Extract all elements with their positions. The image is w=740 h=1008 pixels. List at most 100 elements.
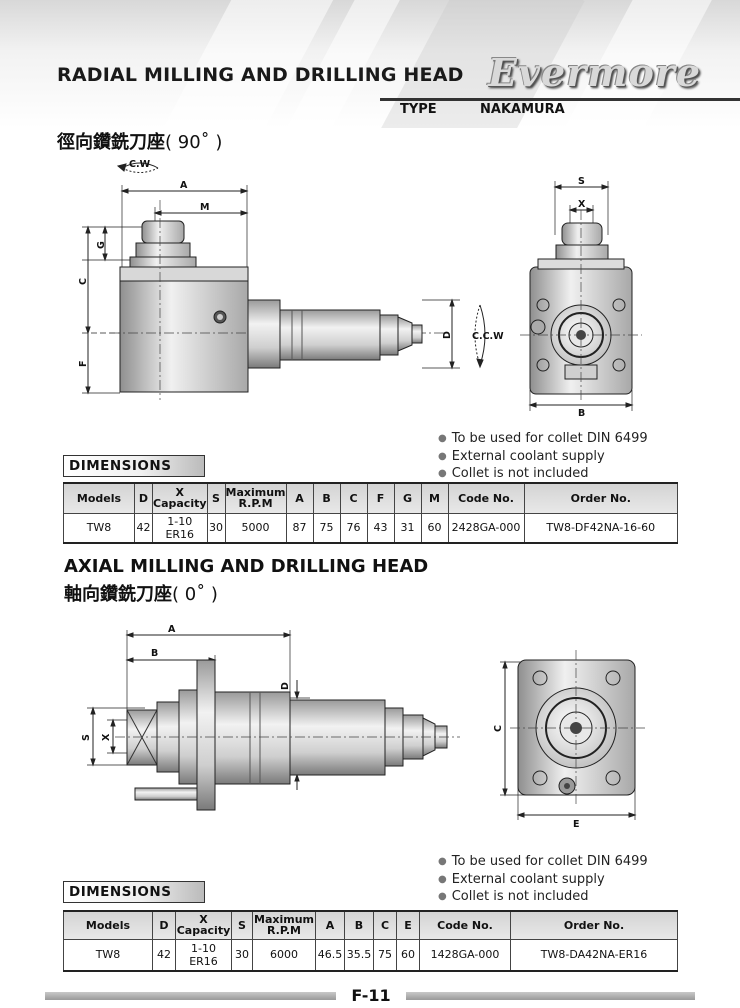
ccw-label: C.C.W — [472, 331, 504, 342]
col-a: A — [315, 910, 345, 940]
cell-m: 60 — [420, 512, 449, 544]
axial-dim-s-label: S — [81, 734, 92, 741]
col-a: A — [285, 482, 314, 514]
note-item: External coolant supply — [438, 872, 648, 890]
cell-c: 75 — [373, 938, 397, 972]
axial-title-cn: 軸向鑽銑刀座( 0˚ ) — [64, 580, 218, 606]
cell-b: 35.5 — [344, 938, 374, 972]
col-s: S — [231, 910, 253, 940]
dim-b-label: B — [578, 408, 585, 419]
col-e: E — [396, 910, 420, 940]
cell-rpm: 6000 — [252, 938, 316, 972]
axial-dim-d-label: D — [280, 682, 291, 690]
radial-title-cn-text: 徑向鑽銑刀座 — [57, 132, 165, 153]
col-x-top: X — [199, 913, 208, 927]
col-rpm-bottom: R.P.M — [238, 497, 273, 511]
cell-x-top: 1-10 — [167, 514, 193, 528]
col-g: G — [393, 482, 422, 514]
cell-x-bottom: ER16 — [189, 954, 218, 968]
note-item: To be used for collet DIN 6499 — [438, 854, 648, 872]
type-value: NAKAMURA — [480, 102, 565, 117]
brand-logo: Evermore — [488, 50, 701, 95]
cell-x-bottom: ER16 — [165, 527, 195, 541]
col-code: Code No. — [419, 910, 511, 940]
cell-b: 75 — [312, 512, 341, 544]
axial-title: AXIAL MILLING AND DRILLING HEAD — [64, 556, 429, 577]
axial-dim-c-label: C — [493, 725, 504, 732]
axial-angle: ( 0˚ ) — [172, 584, 218, 605]
note-item: Collet is not included — [438, 466, 648, 484]
radial-notes: To be used for collet DIN 6499 External … — [438, 431, 648, 484]
axial-dim-e-label: E — [573, 819, 580, 830]
col-f: F — [366, 482, 395, 514]
header-banner — [0, 0, 740, 128]
dim-m-label: M — [200, 202, 209, 213]
cell-code: 2428GA-000 — [447, 512, 525, 544]
col-models: Models — [63, 910, 153, 940]
cell-a: 46.5 — [315, 938, 345, 972]
axial-dim-a-label: A — [168, 624, 176, 635]
divider — [380, 98, 740, 101]
axial-head-drawing: A B D S X C E — [81, 624, 645, 830]
col-order: Order No. — [523, 482, 679, 514]
cell-rpm: 5000 — [224, 512, 287, 544]
cell-models: TW8 — [63, 512, 135, 544]
col-c: C — [373, 910, 397, 940]
cell-code: 1428GA-000 — [419, 938, 511, 972]
note-item: Collet is not included — [438, 889, 648, 907]
cell-s: 30 — [231, 938, 253, 972]
col-m: M — [420, 482, 449, 514]
cell-g: 31 — [393, 512, 422, 544]
col-models: Models — [63, 482, 135, 514]
dim-s-label: S — [578, 176, 585, 187]
cell-order: TW8-DF42NA-16-60 — [523, 512, 679, 544]
col-order: Order No. — [510, 910, 678, 940]
cw-label: C.W — [129, 159, 151, 170]
type-label: TYPE — [400, 102, 437, 117]
dim-d-label: D — [442, 331, 453, 339]
cell-a: 87 — [285, 512, 314, 544]
radial-angle: ( 90˚ ) — [165, 132, 223, 153]
axial-notes: To be used for collet DIN 6499 External … — [438, 854, 648, 907]
col-x-bottom: Capacity — [153, 497, 207, 511]
col-s: S — [206, 482, 226, 514]
dim-x-label: X — [578, 199, 586, 210]
col-d: D — [152, 910, 176, 940]
cell-order: TW8-DA42NA-ER16 — [510, 938, 678, 972]
col-x-top: X — [175, 486, 184, 500]
col-x-bottom: Capacity — [176, 924, 231, 938]
dim-f-label: F — [78, 361, 89, 368]
dim-a-label: A — [180, 180, 188, 191]
col-c: C — [339, 482, 368, 514]
dim-g-label: G — [96, 241, 107, 249]
col-d: D — [134, 482, 153, 514]
col-rpm-bottom: R.P.M — [266, 924, 302, 938]
cell-c: 76 — [339, 512, 368, 544]
axial-dimensions-label: DIMENSIONS — [63, 881, 205, 903]
col-rpm-top: Maximum — [225, 486, 286, 500]
dim-c-label: C — [78, 278, 89, 285]
axial-dim-b-label: B — [151, 648, 158, 659]
col-rpm-top: Maximum — [254, 913, 314, 927]
cell-models: TW8 — [63, 938, 153, 972]
col-b: B — [312, 482, 341, 514]
cell-e: 60 — [396, 938, 420, 972]
cell-s: 30 — [206, 512, 226, 544]
note-item: To be used for collet DIN 6499 — [438, 431, 648, 449]
radial-title-cn: 徑向鑽銑刀座( 90˚ ) — [57, 128, 222, 154]
radial-head-drawing: C.W A M G C F D C.C.W S X B — [78, 159, 642, 419]
page-title: RADIAL MILLING AND DRILLING HEAD — [57, 64, 464, 86]
cell-x-top: 1-10 — [191, 941, 216, 955]
type-bar — [380, 98, 740, 120]
